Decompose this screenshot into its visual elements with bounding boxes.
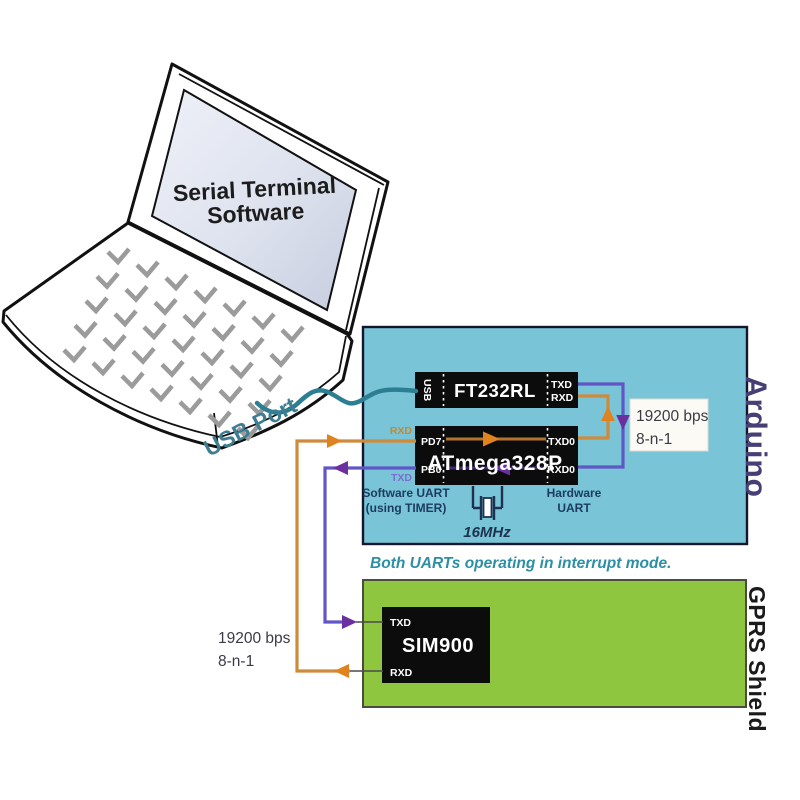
keyboard-key [95, 272, 120, 290]
keyboard-key [124, 285, 149, 303]
arrow-out-pb0 [333, 461, 348, 475]
arduino-baud-box [629, 398, 709, 452]
software-txd-label: TXD [391, 472, 412, 484]
keyboard-key [84, 296, 109, 315]
keyboard-key [218, 386, 243, 404]
atmega-pb0-pin: PB0 [421, 464, 442, 476]
keyboard-key [178, 397, 203, 416]
laptop-lid-bevel-right [345, 187, 380, 331]
keyboard-key [240, 337, 265, 355]
arrow-out-sim900-rxd [334, 664, 349, 678]
software-uart-caption-2: (using TIMER) [366, 501, 447, 515]
ft232rl-rxd-pin: RXD [551, 392, 574, 404]
keyboard-key [280, 325, 305, 344]
arrow-into-sim900-txd [342, 615, 357, 629]
hardware-uart-caption-2: UART [557, 501, 591, 515]
sim900-txd-pin: TXD [390, 617, 411, 629]
software-uart-caption-1: Software UART [362, 486, 450, 500]
wire-sim900-rxd-to-pd7 [295, 439, 416, 673]
atmega-chip [415, 426, 578, 485]
keyboard-key [142, 322, 167, 341]
atmega-internal-rx-arrow [483, 431, 500, 447]
wiring [295, 382, 630, 678]
keyboard-key [73, 321, 98, 339]
hardware-uart-caption-1: Hardware [547, 486, 602, 500]
keyboard-key [102, 334, 127, 352]
atmega-txd0-pin: TXD0 [548, 436, 575, 448]
atmega-rxd0-pin: RXD0 [547, 464, 575, 476]
arrow-down-rxd0 [616, 415, 630, 430]
keyboard-key [193, 286, 218, 305]
keyboard-key [91, 358, 116, 377]
screen-text-line2: Software [206, 197, 304, 228]
keyboard-key [247, 399, 272, 417]
gprs-shield: GPRS Shield SIM900 TXD RXD [362, 579, 770, 732]
laptop-lid-bevel-top [178, 73, 385, 186]
keyboard-key [236, 423, 261, 442]
crystal-frequency-label: 16MHz [463, 524, 511, 541]
keyboard-key [120, 371, 145, 390]
keyboard-key [62, 345, 87, 364]
ft232rl-usb-pin: USB [421, 379, 433, 402]
keyboard-key [222, 299, 247, 318]
usb-cable [254, 387, 419, 415]
laptop-illustration: Serial Terminal Software [1, 62, 390, 450]
keyboard-key [269, 350, 294, 368]
arduino-baud-line2: 8-n-1 [636, 431, 672, 448]
gprs-side-label: GPRS Shield [744, 586, 770, 732]
gprs-baud-line2: 8-n-1 [218, 653, 254, 670]
laptop-base [1, 221, 354, 450]
arrow-into-pd7 [327, 434, 342, 448]
keyboard-key [189, 373, 214, 391]
keyboard-key [113, 309, 138, 328]
keyboard-key [229, 361, 254, 380]
keyboard-key [258, 374, 283, 393]
keyboard-key [251, 312, 276, 331]
keyboard-key [164, 273, 189, 292]
ft232rl-name: FT232RL [454, 380, 536, 401]
keyboard-key [135, 260, 160, 279]
arduino-side-label: Arduino [739, 376, 772, 498]
crystal-symbol [471, 486, 504, 520]
arduino-board: Arduino FT232RL USB TXD RXD ATmega328P P… [361, 325, 772, 546]
atmega-name: ATmega328P [427, 452, 562, 475]
keyboard-key [160, 360, 185, 378]
gprs-baud-line1: 19200 bps [218, 630, 291, 647]
sim900-rxd-pin: RXD [390, 667, 413, 679]
wire-pb0-to-sim900-txd [323, 466, 416, 624]
keyboard-key [106, 247, 131, 266]
laptop-keyboard [62, 247, 305, 442]
arrow-up-ft232-rxd [601, 406, 615, 421]
sim900-chip [382, 607, 490, 683]
atmega-pd7-pin: PD7 [421, 436, 442, 448]
keyboard-key [149, 384, 174, 403]
sim900-name: SIM900 [402, 635, 474, 657]
software-rxd-label: RXD [390, 425, 413, 437]
laptop-screen [150, 88, 358, 312]
keyboard-key [182, 311, 207, 329]
ft232rl-txd-pin: TXD [551, 379, 572, 391]
keyboard-key [171, 335, 196, 354]
interrupt-mode-note: Both UARTs operating in interrupt mode. [370, 555, 671, 572]
keyboard-key [200, 348, 225, 367]
arduino-baud-line1: 19200 bps [636, 408, 709, 425]
keyboard-key [207, 410, 232, 429]
atmega-internal-tx-arrow [493, 460, 510, 476]
keyboard-key [211, 324, 236, 342]
keyboard-key [153, 298, 178, 316]
keyboard-key [131, 347, 156, 365]
ft232rl-chip [415, 372, 578, 408]
